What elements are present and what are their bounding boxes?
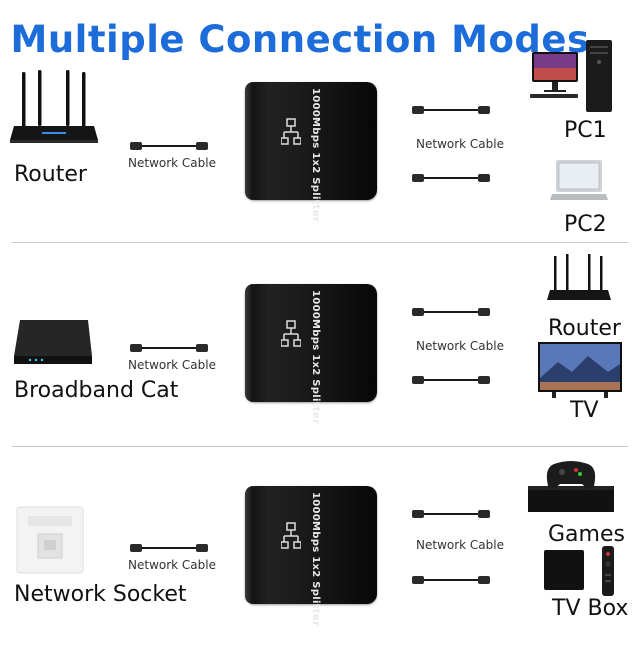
network-cable [412,174,490,182]
network-cable [412,576,490,584]
network-cable [412,308,490,316]
network-splitter: 1000Mbps 1x2 Splitter [245,486,377,627]
network-cable [130,142,208,150]
target-label: Games [548,522,625,547]
laptop-icon [550,160,608,200]
network-splitter: 1000Mbps 1x2 Splitter [245,82,377,223]
connection-row-broadband: Broadband Cat Network Cable 1000Mbps 1x2… [0,254,640,462]
desktop-pc-icon [530,40,612,112]
connection-row-router: Router Network Cable 1000Mbps 1x2 Splitt… [0,40,640,260]
page-title: Multiple Connection Modes [10,18,590,61]
splitter-print: 1000Mbps 1x2 Splitter [310,290,321,425]
network-icon [281,118,301,145]
wall-socket-icon [16,506,84,574]
source-label: Router [14,162,87,187]
source-label: Network Socket [14,582,187,607]
tv-box-icon [544,546,614,596]
broadband-modem-icon [14,320,92,364]
target-label: Router [548,316,621,341]
wifi-router-icon [10,70,98,143]
target-label: TV [570,398,599,423]
target-label: PC1 [564,118,607,143]
cable-label: Network Cable [416,339,504,353]
network-icon [281,522,301,549]
tv-icon [538,342,622,398]
network-cable [412,106,490,114]
row-divider [12,446,628,447]
connection-row-socket: Network Socket Network Cable 1000Mbps 1x… [0,461,640,664]
cable-label: Network Cable [128,558,216,572]
cable-label: Network Cable [128,156,216,170]
target-label: TV Box [552,596,629,621]
network-cable [412,510,490,518]
wifi-router-icon [547,254,611,300]
splitter-print: 1000Mbps 1x2 Splitter [310,88,321,223]
cable-label: Network Cable [416,137,504,151]
network-cable [130,544,208,552]
target-label: PC2 [564,212,607,237]
game-console-icon [528,461,614,512]
network-cable [412,376,490,384]
network-icon [281,320,301,347]
row-divider [12,242,628,243]
source-label: Broadband Cat [14,378,179,403]
network-splitter: 1000Mbps 1x2 Splitter [245,284,377,425]
cable-label: Network Cable [128,358,216,372]
network-cable [130,344,208,352]
cable-label: Network Cable [416,538,504,552]
splitter-print: 1000Mbps 1x2 Splitter [310,492,321,627]
